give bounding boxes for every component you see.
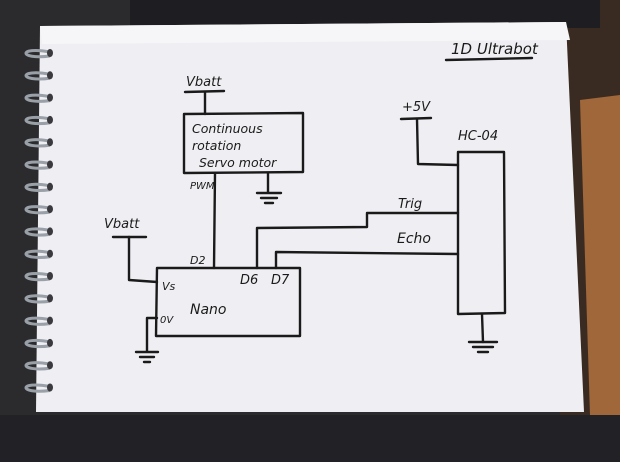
spiral-hole	[47, 294, 53, 303]
schematic-wires	[111, 56, 534, 364]
spiral-ring	[24, 115, 51, 126]
spiral-ring	[24, 182, 51, 193]
spiral-ring	[24, 71, 51, 81]
spiral-ring	[24, 205, 51, 215]
echo-wire	[274, 250, 460, 270]
nano-pin-d2: D2	[190, 254, 205, 267]
sensor-ground-wire	[480, 312, 485, 344]
spiral-hole	[47, 182, 53, 191]
spiral-binding	[24, 49, 53, 393]
sensor-label: HC-04	[458, 129, 498, 144]
sensor-ground-symbol	[467, 340, 499, 354]
sensor-5v-wire	[415, 117, 460, 167]
trig-wire	[255, 211, 460, 270]
spiral-hole	[47, 160, 53, 169]
spiral-hole	[47, 316, 53, 325]
servo-label-line2: rotation	[192, 138, 241, 153]
spiral-ring	[24, 383, 51, 393]
pwm-label: PWM	[190, 181, 215, 192]
nano-box	[154, 266, 302, 338]
servo-label-line3: Servo motor	[199, 155, 277, 170]
spiral-ring	[24, 227, 51, 237]
page-highlight	[40, 22, 570, 44]
spiral-ring	[24, 294, 51, 304]
servo-supply-label: Vbatt	[186, 75, 222, 90]
nano-label: Nano	[190, 302, 227, 318]
nano-ground-symbol	[134, 350, 160, 364]
nano-vbatt-wire	[127, 235, 159, 284]
spiral-ring	[24, 316, 51, 326]
nano-ground-wire	[145, 316, 159, 353]
servo-label-line1: Continuous	[192, 121, 263, 136]
spiral-hole	[47, 227, 53, 236]
spiral-hole	[47, 272, 53, 280]
spiral-hole	[47, 361, 53, 370]
spiral-hole	[47, 383, 53, 392]
spiral-ring	[24, 272, 51, 282]
spiral-hole	[47, 205, 53, 214]
spiral-ring	[24, 361, 51, 371]
nano-supply-label: Vbatt	[104, 217, 140, 232]
nano-pin-d7: D7	[271, 273, 290, 288]
spiral-hole	[47, 249, 53, 258]
echo-label: Echo	[397, 231, 431, 247]
diagram-title: 1D Ultrabot	[451, 40, 539, 58]
title-underline	[444, 56, 534, 62]
spiral-hole	[47, 49, 53, 57]
servo-box	[182, 111, 305, 175]
nano-pin-d6: D6	[240, 273, 258, 288]
spiral-hole	[47, 338, 53, 347]
pwm-wire	[212, 171, 217, 270]
notebook-page	[36, 22, 584, 412]
spiral-hole	[47, 93, 53, 102]
spiral-ring	[24, 49, 51, 59]
spiral-ring	[24, 249, 51, 259]
floor-shadow	[0, 415, 620, 462]
spiral-ring	[24, 138, 51, 148]
wood-panel	[580, 95, 620, 420]
spiral-hole	[47, 71, 53, 80]
spiral-ring	[24, 93, 51, 103]
spiral-hole	[47, 115, 53, 124]
sensor-supply-label: +5V	[402, 100, 431, 115]
spiral-ring	[24, 160, 51, 170]
sensor-box	[456, 150, 507, 316]
trig-label: Trig	[398, 197, 422, 212]
spiral-ring	[24, 338, 51, 349]
servo-ground-symbol	[255, 191, 283, 205]
nano-pin-0v: 0V	[160, 315, 174, 326]
nano-pin-vs: Vs	[162, 280, 176, 293]
spiral-hole	[47, 138, 53, 147]
